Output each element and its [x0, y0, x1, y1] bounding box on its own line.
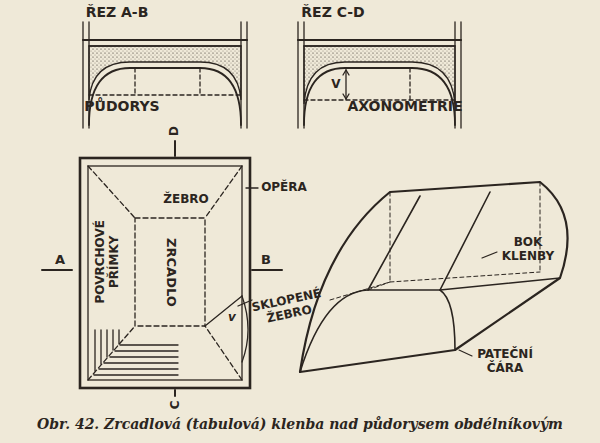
axonometry [300, 182, 568, 372]
part-label: OPĚRA [261, 181, 307, 195]
section-a-b-line [89, 94, 241, 95]
view-title: PŮDORYS [84, 98, 159, 114]
axonometry-line [300, 290, 455, 372]
plan-line [115, 350, 178, 351]
plan-line [252, 269, 282, 271]
section-mark: A [55, 253, 65, 268]
section-a-b-line [89, 46, 241, 100]
plan-line [242, 296, 248, 362]
plan-line [174, 141, 176, 156]
section-c-d-line [409, 68, 410, 100]
plan-line [94, 330, 95, 371]
plan-line [88, 166, 135, 218]
part-label: ZRCADLO [163, 238, 178, 307]
section-a-b-line [199, 68, 200, 95]
plan-line [205, 166, 242, 218]
axonometry-line [440, 278, 560, 290]
section-c-d-line [343, 70, 349, 99]
plan-line [120, 344, 178, 345]
axonometry-line [368, 282, 390, 290]
section-mark: D [168, 126, 182, 136]
plan-line [135, 218, 205, 326]
plan-line [88, 166, 242, 380]
plan-line [238, 300, 252, 306]
plan-line [99, 368, 178, 369]
section-a-b-line [89, 68, 241, 125]
part-label: PATEČNÍ ČÁRA [474, 348, 536, 376]
axonometry-line [330, 282, 390, 300]
axonometry-line [459, 350, 472, 356]
plan-line [42, 269, 72, 271]
section-a-b-line [83, 39, 247, 41]
part-label: BOK KLENBY [497, 236, 559, 264]
section-c-d-line [297, 22, 298, 128]
plan [42, 141, 282, 396]
view-title: AXONOMETRIE [347, 98, 462, 114]
plan-line [205, 326, 242, 380]
plan-line [110, 356, 178, 357]
axonometry-line [390, 272, 540, 282]
section-c-d-line [298, 39, 461, 41]
dimension-label: V [331, 78, 340, 92]
axonometry-line [440, 192, 490, 290]
plan-line [174, 390, 176, 396]
plan-line [205, 296, 242, 326]
part-label: POVRCHOVÉ PŘÍMKY [94, 207, 122, 317]
axonometry-line [390, 192, 391, 282]
section-a-b-line [82, 22, 83, 128]
section-mark: B [261, 253, 271, 268]
plan-line [118, 330, 119, 344]
section-c-d-line [345, 70, 346, 99]
plan-line [246, 187, 258, 188]
figure-caption: Obr. 42. Zrcadlová (tabulová) klenba nad… [37, 416, 563, 432]
section-a-b [83, 22, 247, 128]
part-label: ŽEBRO [163, 193, 209, 207]
plan-line [94, 374, 178, 375]
axonometry-line [300, 182, 568, 372]
section-title: ŘEZ C-D [301, 4, 364, 20]
plan-line [112, 330, 113, 350]
section-a-b-line [246, 22, 247, 128]
axonometry-line [482, 252, 497, 258]
plan-line [88, 326, 135, 380]
plan-line [80, 158, 250, 388]
section-c-d-line [304, 68, 455, 125]
part-label: SKLOPENÉ ŽEBRO [250, 287, 326, 329]
dimension-label: v [228, 311, 236, 325]
plan-line [100, 330, 101, 364]
plan-line [106, 330, 107, 357]
plan-line [104, 362, 178, 363]
section-mark: C [168, 401, 182, 410]
axonometry-line [368, 196, 420, 290]
section-c-d-line [304, 46, 455, 104]
section-title: ŘEZ A-B [86, 4, 149, 20]
section-a-b-line [134, 68, 135, 95]
